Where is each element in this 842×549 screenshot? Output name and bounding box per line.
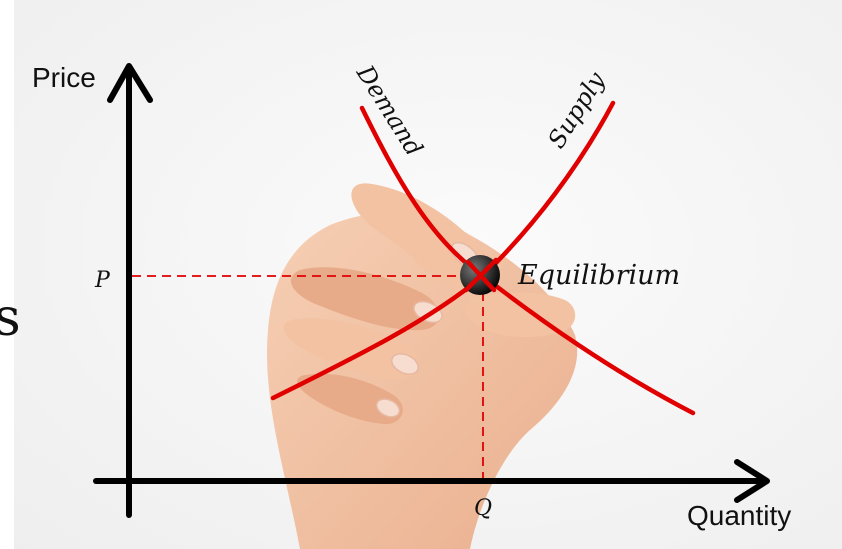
y-axis-label: Price (32, 62, 96, 93)
index-finger (351, 183, 487, 289)
pinky-nail (375, 398, 401, 418)
x-axis-arrowhead (734, 459, 770, 503)
equilibrium-label: Equilibrium (517, 260, 680, 291)
middle-finger (290, 267, 440, 331)
ring-nail (391, 353, 419, 375)
pinky-finger (297, 373, 403, 425)
ring-finger (283, 318, 418, 380)
left-margin (0, 0, 14, 549)
y-axis-arrowhead (107, 63, 153, 103)
left-edge-glyph: s (0, 288, 21, 348)
hand-illustration (267, 183, 578, 549)
quantity-marker-label: Q (474, 496, 492, 521)
price-marker-label: P (94, 268, 111, 293)
equilibrium-cross (463, 257, 499, 293)
x-axis-label: Quantity (687, 500, 791, 531)
